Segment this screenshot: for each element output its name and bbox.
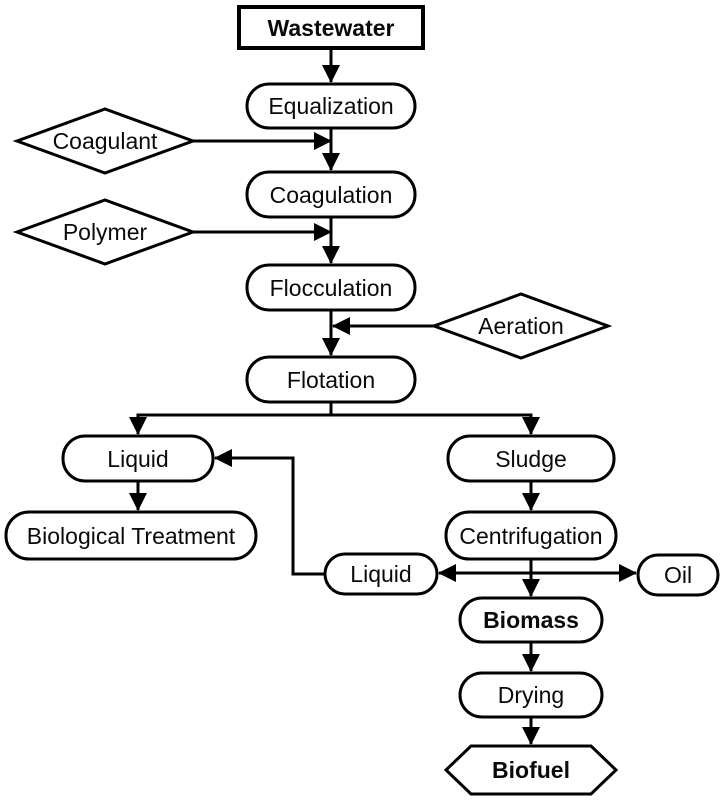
node-drying: Drying (458, 671, 604, 719)
wastewater-label: Wastewater (268, 15, 395, 41)
liquid-recycle-shape (323, 552, 439, 596)
biofuel-shape (443, 744, 619, 796)
liquid-recycle-label: Liquid (350, 561, 411, 587)
flocculation-label: Flocculation (270, 275, 393, 301)
edge-flotation-branch-stem (136, 402, 533, 417)
node-equalization: Equalization (245, 82, 417, 130)
polymer-label: Polymer (63, 219, 148, 245)
drying-label: Drying (498, 682, 564, 708)
node-centrifugation: Centrifugation (444, 510, 618, 561)
biomass-shape (458, 596, 604, 644)
oil-shape (636, 553, 720, 597)
liquid-left-label: Liquid (107, 446, 168, 472)
node-flotation: Flotation (245, 355, 417, 404)
sludge-shape (446, 434, 616, 483)
equalization-shape (245, 82, 417, 130)
sludge-label: Sludge (495, 446, 567, 472)
biological-treatment-shape (4, 510, 258, 561)
node-coagulant: Coagulant (12, 107, 198, 175)
aeration-label: Aeration (478, 313, 564, 339)
drying-shape (458, 671, 604, 719)
biomass-label: Biomass (483, 607, 579, 633)
liquid-left-shape (61, 434, 215, 483)
flow-edges (129, 48, 637, 745)
equalization-label: Equalization (268, 93, 393, 119)
node-oil: Oil (636, 553, 720, 597)
node-biomass: Biomass (458, 596, 604, 644)
node-liquid-left: Liquid (61, 434, 215, 483)
flotation-label: Flotation (287, 367, 375, 393)
node-biological-treatment: Biological Treatment (4, 510, 258, 561)
node-polymer: Polymer (12, 198, 198, 266)
node-coagulation: Coagulation (245, 170, 417, 219)
coagulant-shape (12, 107, 198, 175)
edge-liquid-recycle-return (214, 449, 325, 576)
polymer-shape (12, 198, 198, 266)
aeration-shape (429, 292, 613, 360)
node-aeration: Aeration (429, 292, 613, 360)
node-liquid-recycle: Liquid (323, 552, 439, 596)
centrifugation-shape (444, 510, 618, 561)
node-sludge: Sludge (446, 434, 616, 483)
node-wastewater: Wastewater (237, 5, 425, 50)
coagulant-label: Coagulant (53, 128, 158, 154)
node-flocculation: Flocculation (245, 263, 417, 312)
flocculation-shape (245, 263, 417, 312)
centrifugation-label: Centrifugation (459, 523, 602, 549)
node-biofuel: Biofuel (443, 744, 619, 796)
oil-label: Oil (664, 562, 692, 588)
coagulation-shape (245, 170, 417, 219)
wastewater-shape (237, 5, 425, 50)
coagulation-label: Coagulation (270, 182, 393, 208)
flotation-shape (245, 355, 417, 404)
biological-treatment-label: Biological Treatment (27, 523, 236, 549)
biofuel-label: Biofuel (492, 757, 570, 783)
